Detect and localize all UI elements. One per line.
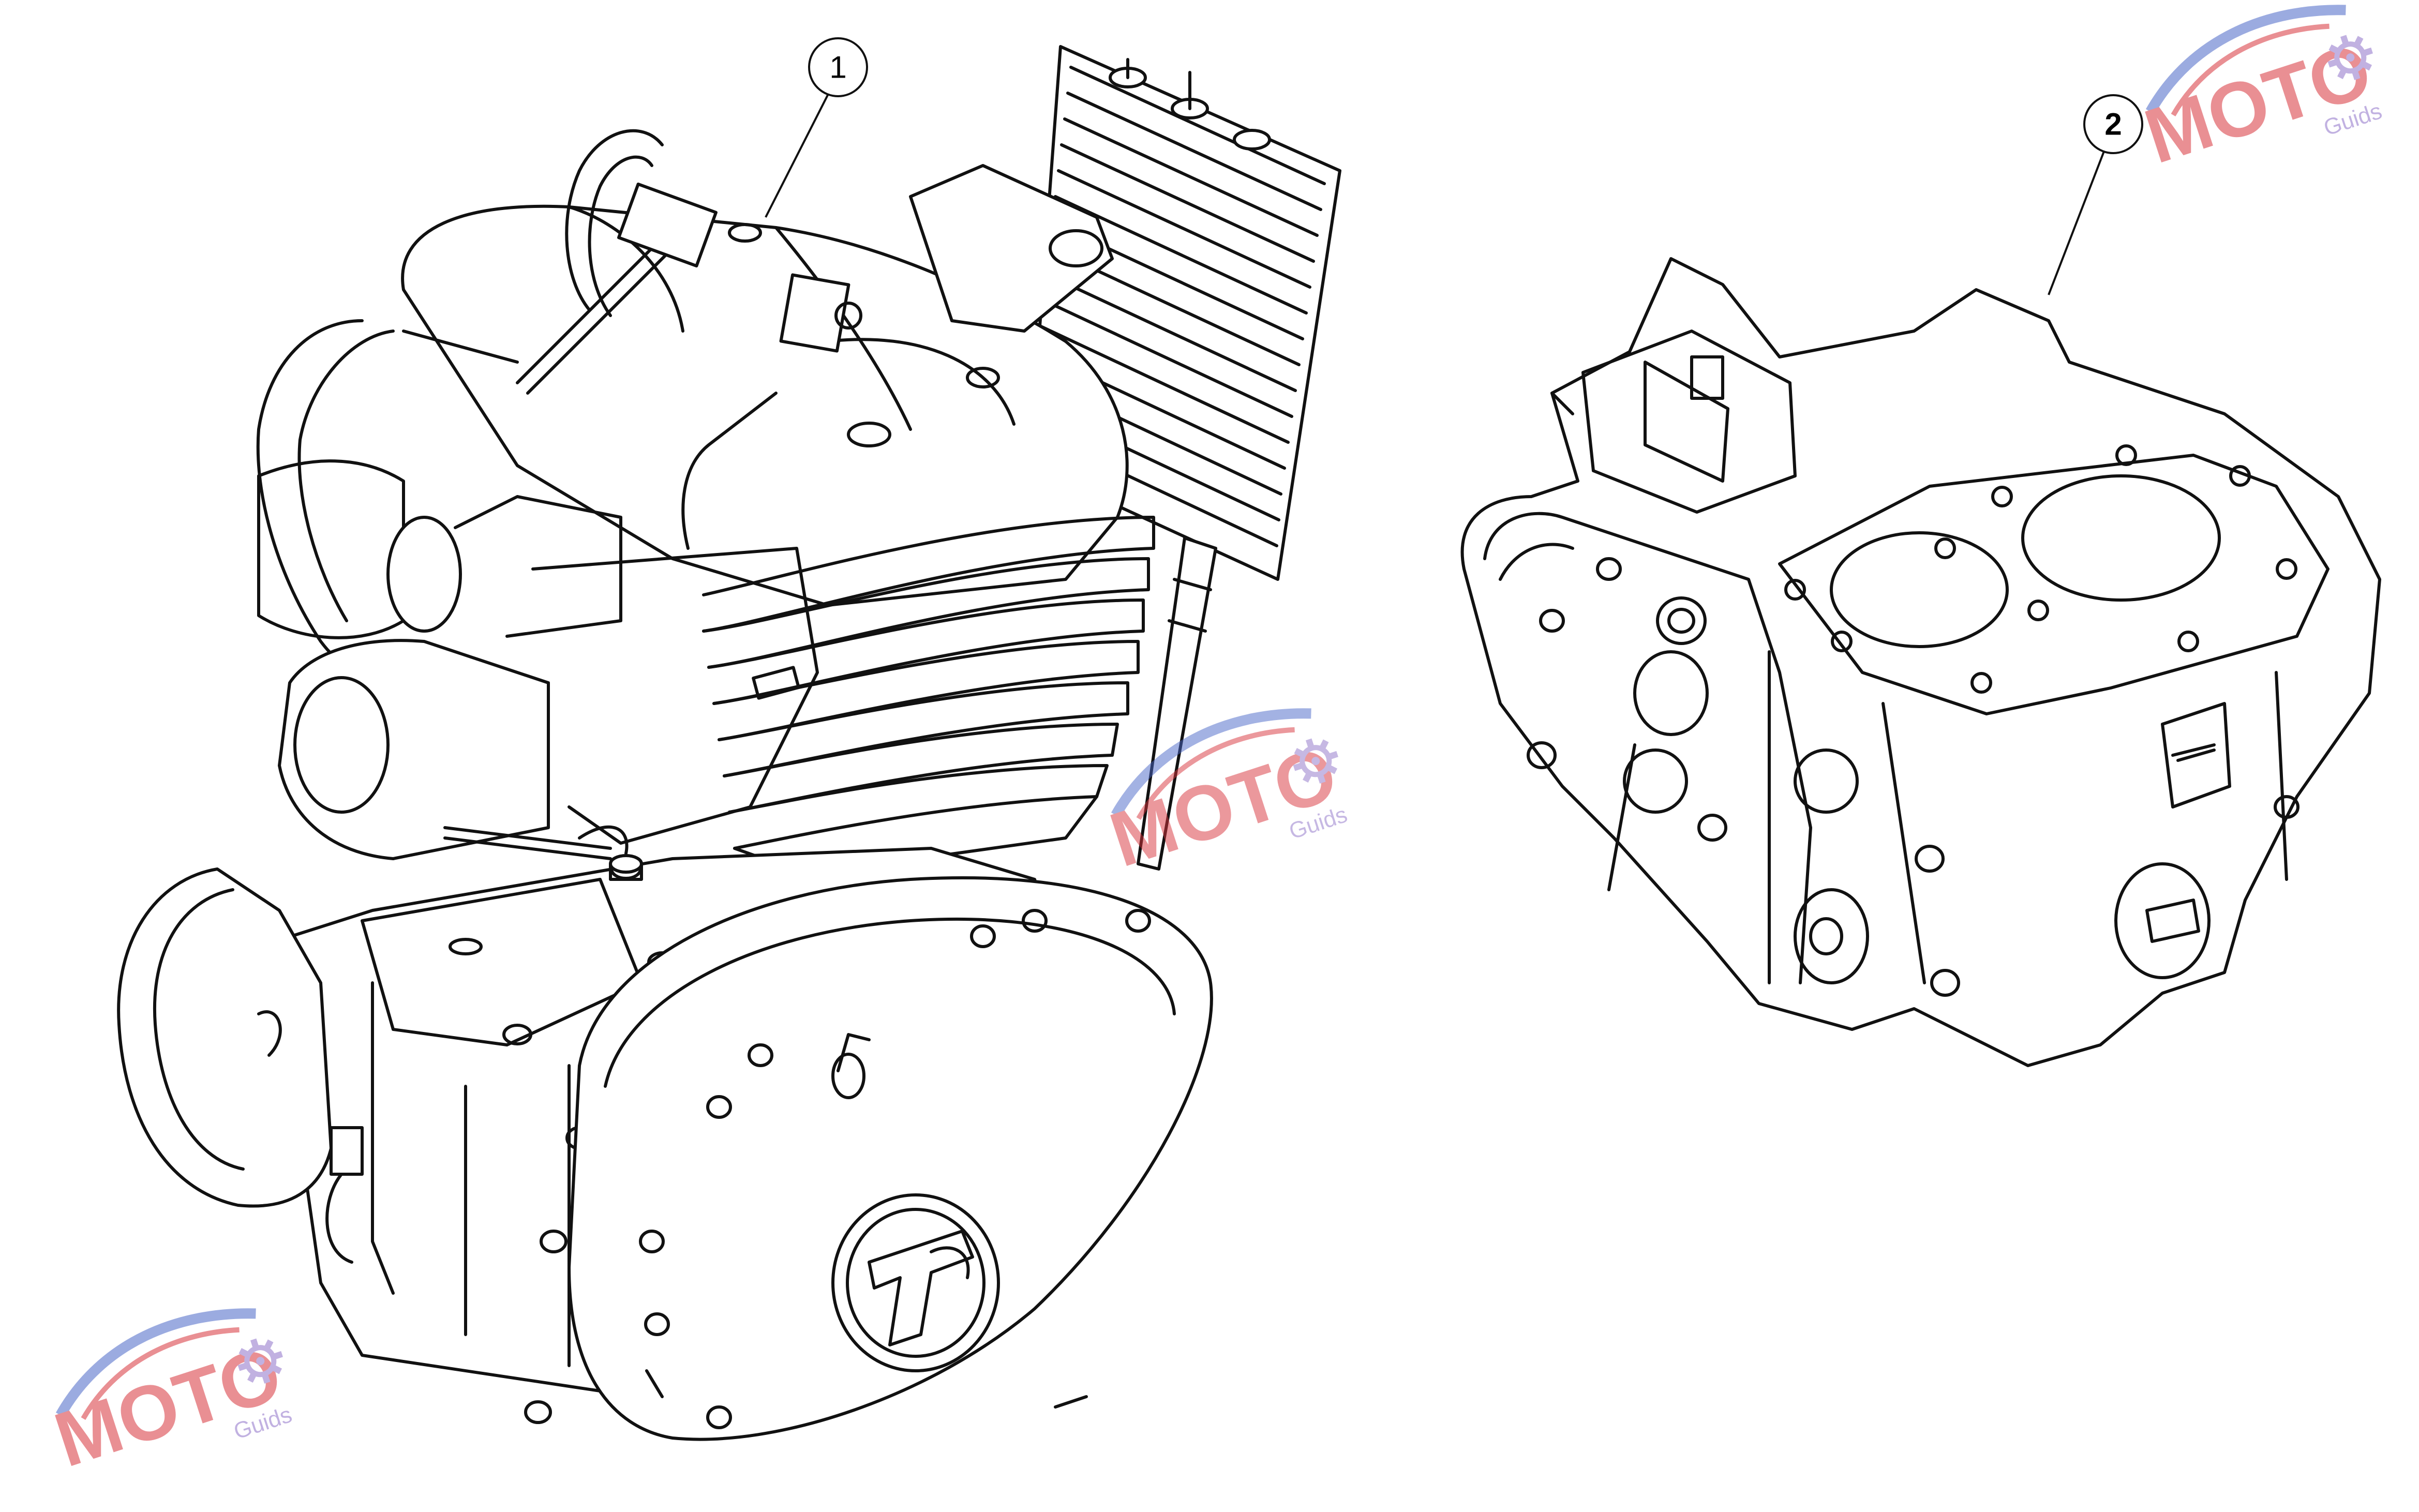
swoosh-icon: [1111, 708, 1311, 818]
watermark-brand: MOTO: [2135, 26, 2382, 180]
watermark-middle: MOTO Guids: [1100, 708, 1350, 884]
crankcase-assembly: [1460, 257, 2381, 1067]
watermark-brand: MOTO: [1100, 729, 1347, 884]
primary-cover: [568, 876, 1213, 1441]
swoosh-icon: [55, 1308, 256, 1418]
callout-label-1: 1: [829, 50, 846, 85]
sprocket-guard: [117, 867, 333, 1208]
callout-2: 2: [2048, 94, 2143, 295]
callout-1: 1: [765, 37, 868, 218]
callout-label-2: 2: [2104, 107, 2122, 142]
complete-engine-assembly: [117, 45, 1341, 1441]
throttle-body: [257, 459, 819, 855]
watermark-brand: MOTO: [45, 1329, 292, 1484]
starter-motor: [278, 639, 612, 860]
emblem-icon: [831, 1193, 1000, 1372]
swoosh-icon: [2145, 5, 2346, 114]
frame-mount: [909, 164, 1114, 333]
watermark-bottom-left: MOTO Guids: [45, 1308, 295, 1484]
watermark-top-right: MOTO Guids: [2135, 5, 2385, 180]
oil-filler: [609, 854, 643, 881]
